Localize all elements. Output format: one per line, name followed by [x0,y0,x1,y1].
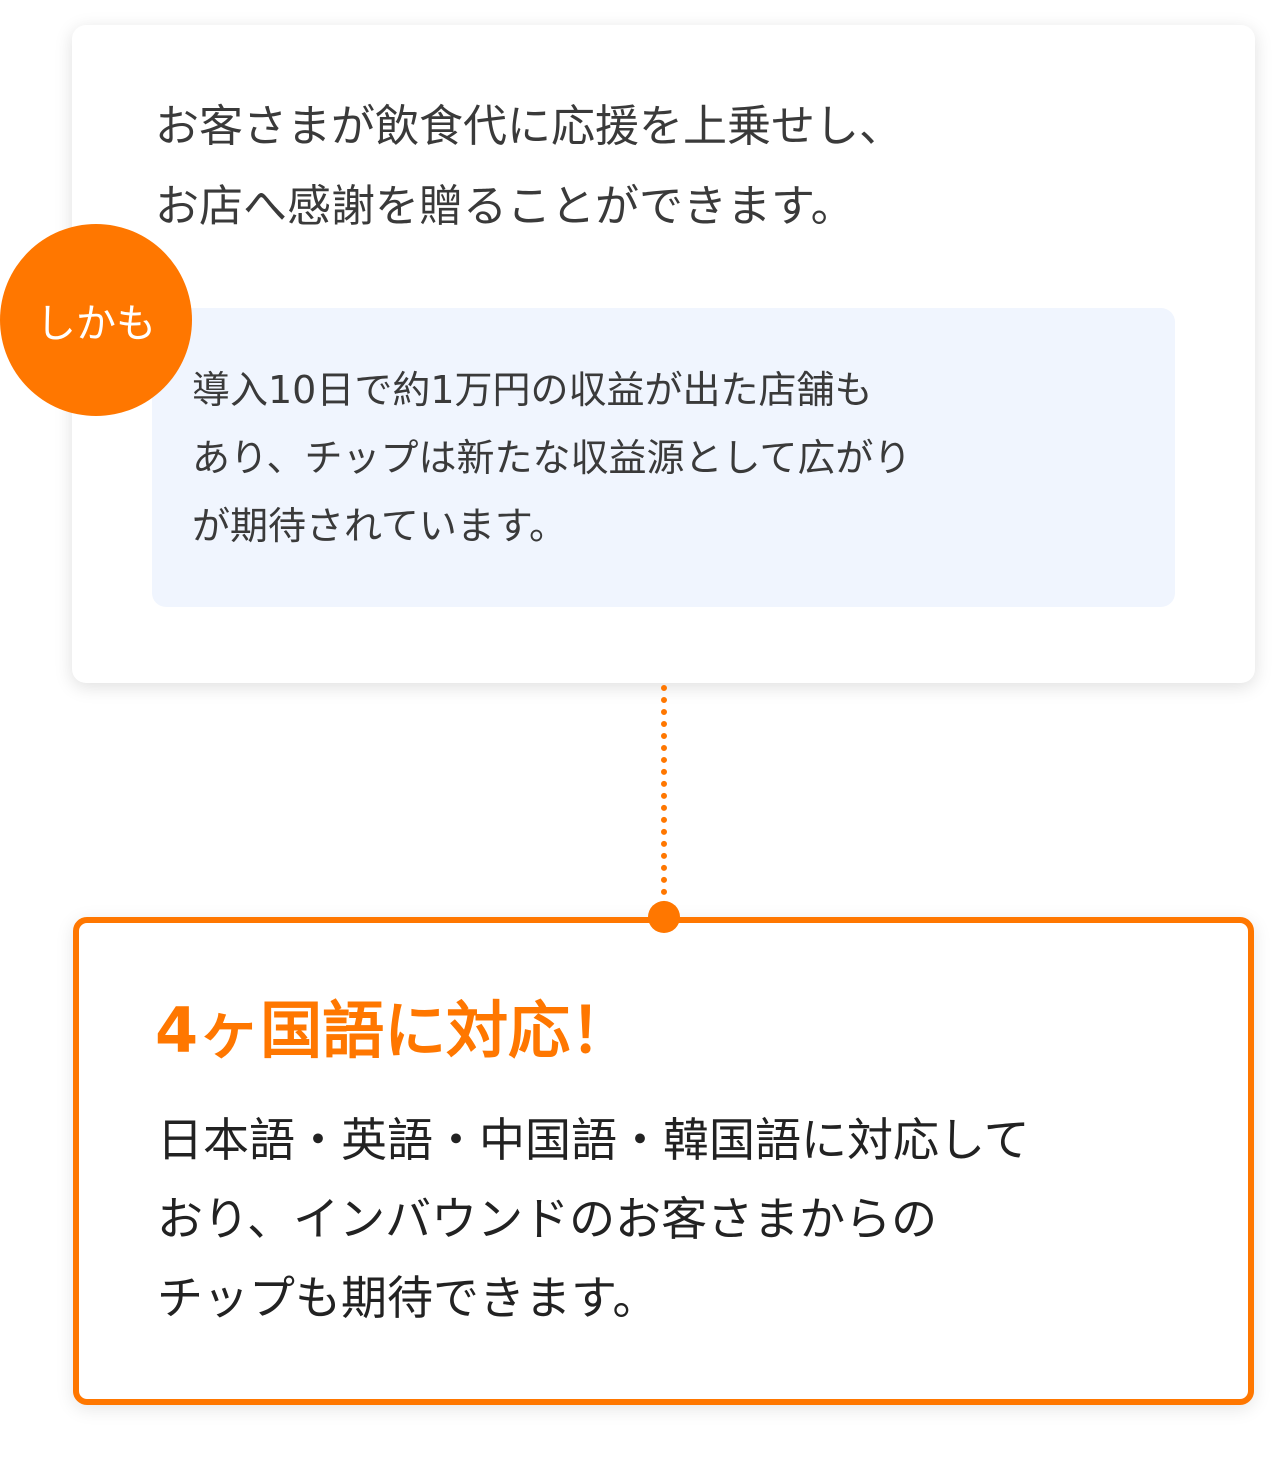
feature-card: 4ヶ国語に対応！ 日本語・英語・中国語・韓国語に対応して おり、インバウンドのお… [73,917,1254,1405]
highlight-box: 導入10日で約1万円の収益が出た店舗も あり、チップは新たな収益源として広がり … [152,308,1175,607]
intro-line: お店へ感謝を贈ることができます。 [155,181,855,232]
shikamo-badge: しかも [0,224,192,416]
feature-text: 日本語・英語・中国語・韓国語に対応して おり、インバウンドのお客さまからの チッ… [157,1101,1030,1338]
highlight-text: 導入10日で約1万円の収益が出た店舗も あり、チップは新たな収益源として広がり … [192,356,911,560]
feature-line: おり、インバウンドのお客さまからの [157,1192,938,1246]
badge-label: しかも [36,301,156,347]
highlight-line: あり、チップは新たな収益源として広がり [192,436,912,480]
dotted-connector [661,685,667,907]
feature-title: 4ヶ国語に対応！ [155,994,633,1067]
feature-line: チップも期待できます。 [157,1271,659,1325]
intro-line: お客さまが飲食代に応援を上乗せし、 [155,101,903,152]
connector-dot [648,901,680,933]
feature-line: 日本語・英語・中国語・韓国語に対応して [157,1113,1030,1167]
intro-card: お客さまが飲食代に応援を上乗せし、 お店へ感謝を贈ることができます。 導入10日… [72,25,1255,683]
intro-text: お客さまが飲食代に応援を上乗せし、 お店へ感謝を贈ることができます。 [155,87,903,247]
highlight-line: が期待されています。 [192,504,568,548]
highlight-line: 導入10日で約1万円の収益が出た店舗も [192,368,873,412]
